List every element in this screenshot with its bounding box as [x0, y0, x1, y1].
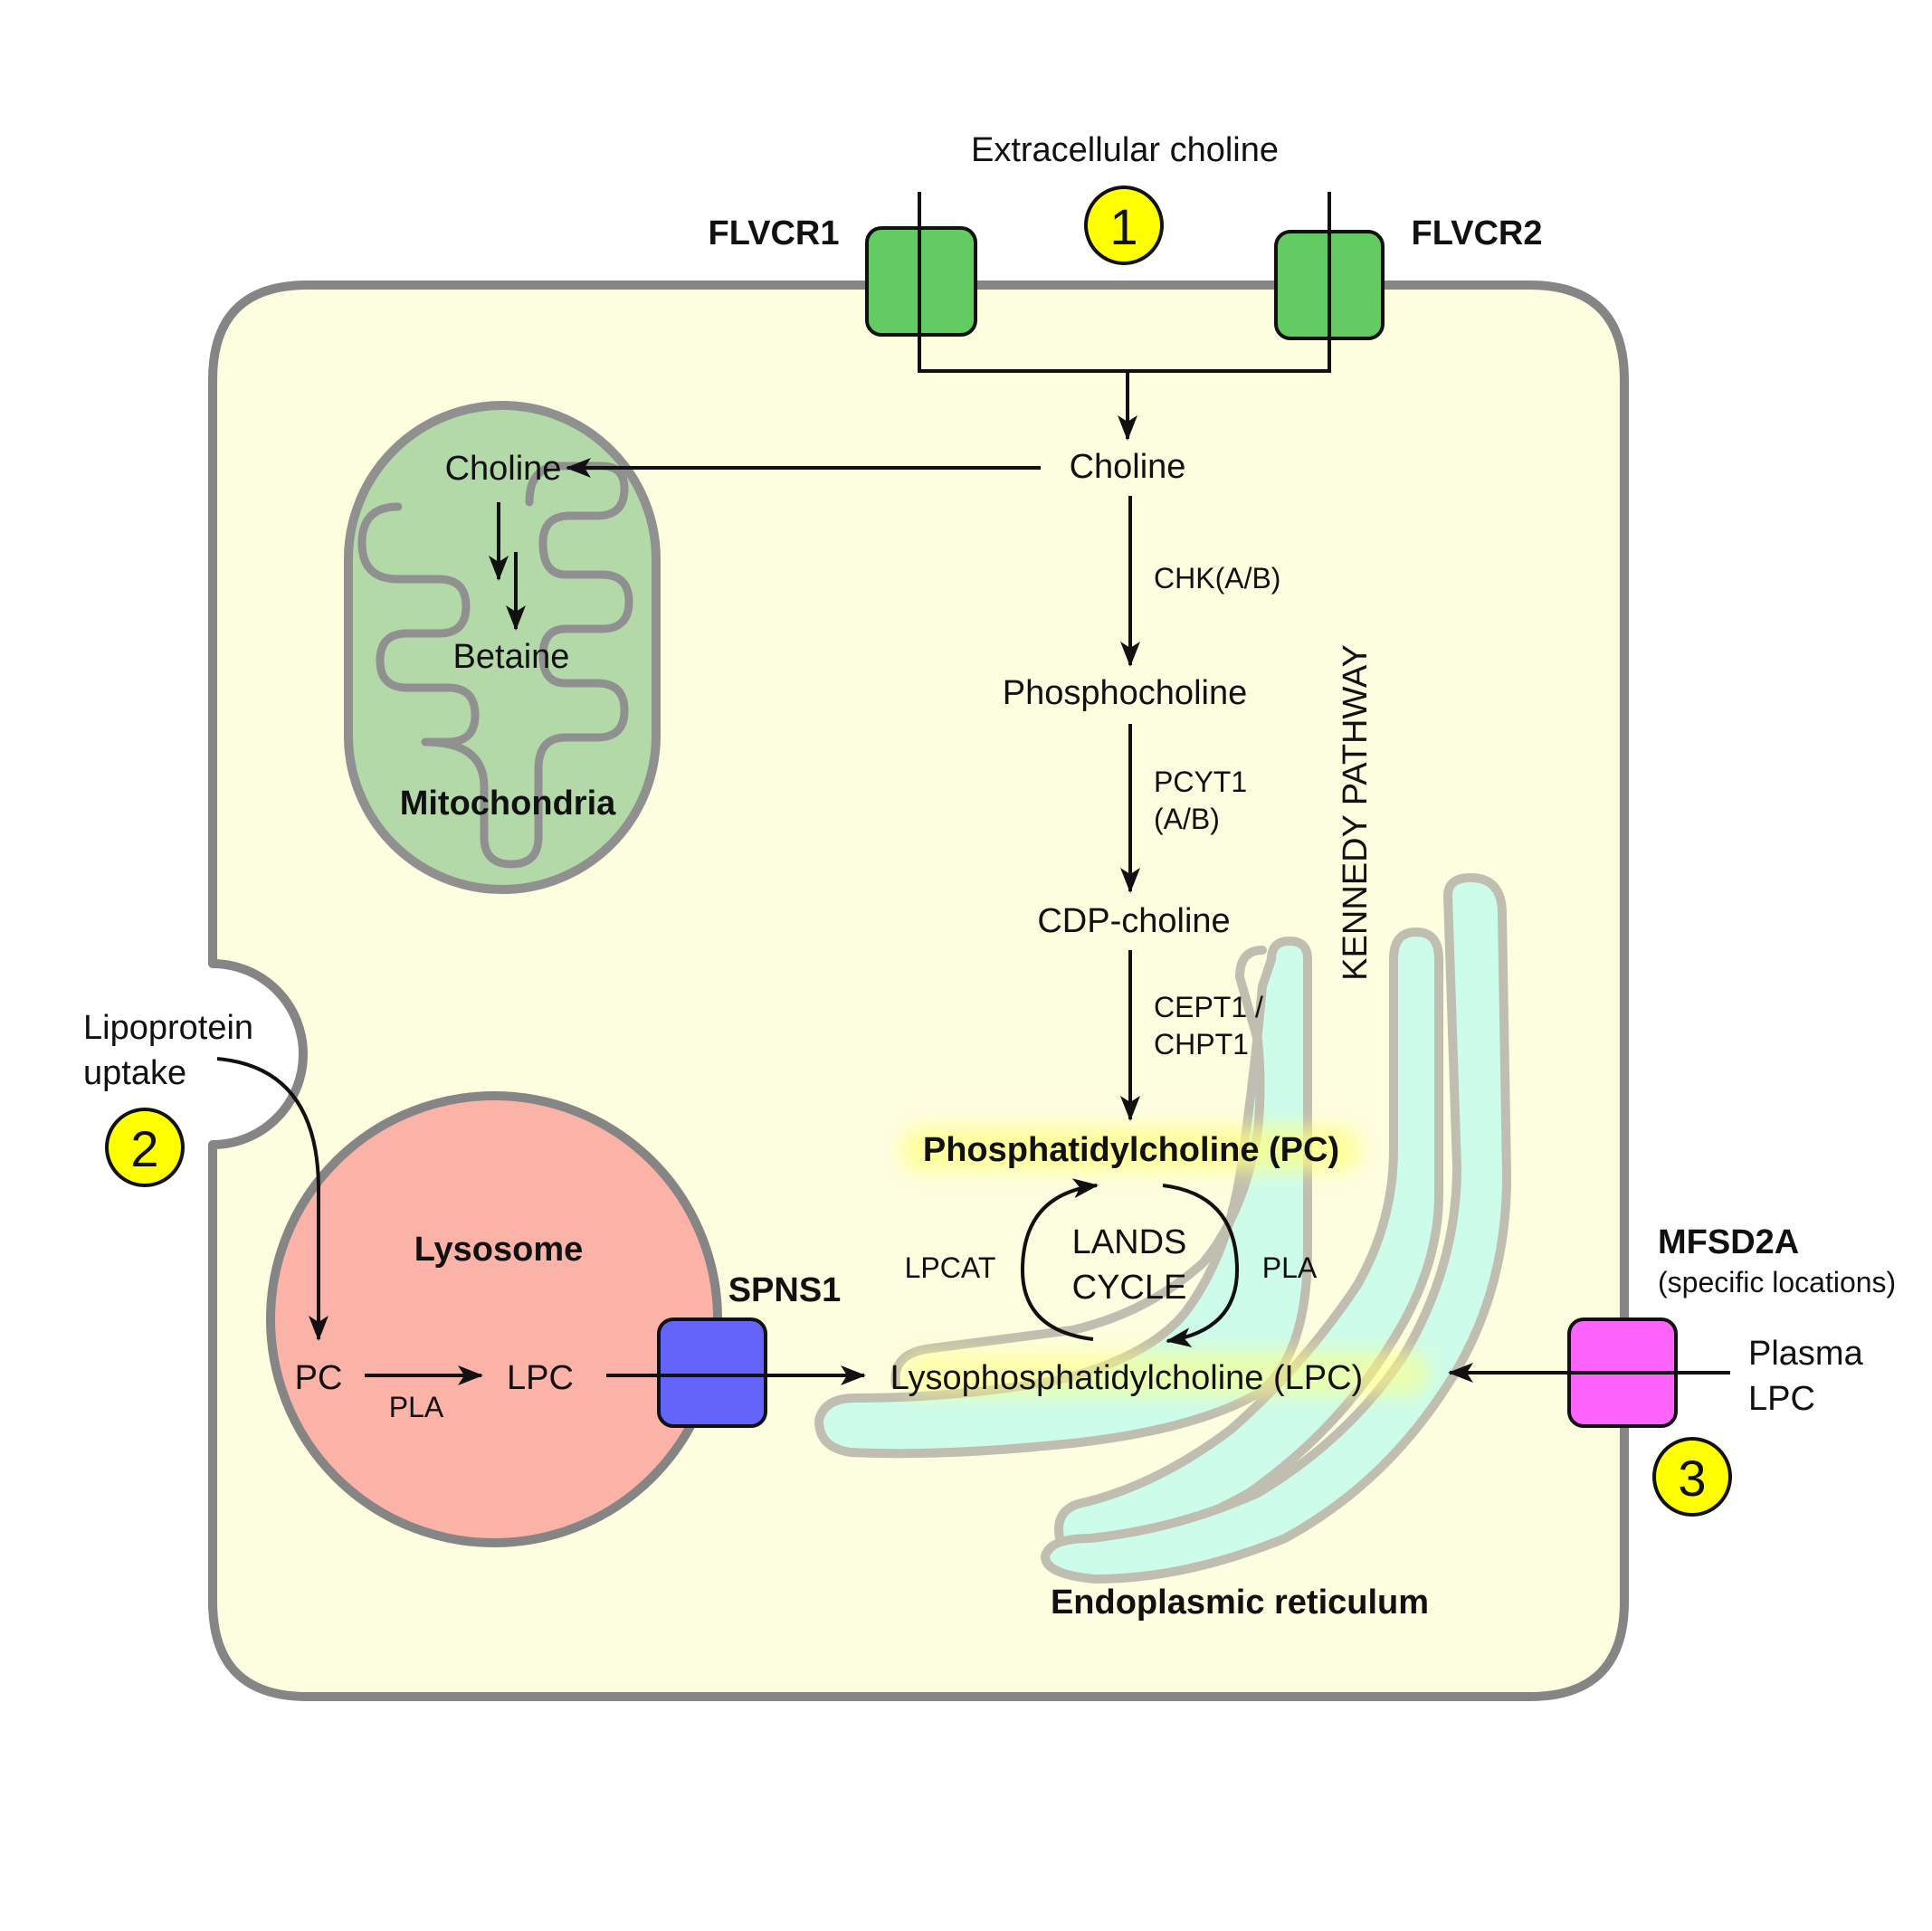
plasma-label-line2: LPC — [1748, 1380, 1815, 1418]
route-badge-2: 2 — [105, 1108, 185, 1187]
mito-betaine-label: Betaine — [453, 638, 570, 676]
lipoprotein-label-line2: uptake — [83, 1054, 186, 1092]
pc-highlight — [900, 1127, 1362, 1172]
route-badge-3: 3 — [1652, 1437, 1732, 1517]
route-number-2: 2 — [130, 1120, 158, 1177]
cept1-label-line2: CHPT1 — [1154, 1028, 1249, 1061]
lands-cycle-line1: LANDS — [1072, 1223, 1187, 1261]
cdp-choline-label: CDP-choline — [1037, 902, 1230, 940]
lands-pla-label: PLA — [1262, 1251, 1318, 1284]
spns1-transporter — [657, 1317, 767, 1428]
lpc-highlight — [900, 1351, 1430, 1396]
lands-cycle: LANDS CYCLE LPCAT PLA Lysophosphatidylch… — [890, 1178, 1363, 1397]
lipoprotein-label-line1: Lipoprotein — [83, 1009, 253, 1047]
lpc-label: Lysophosphatidylcholine (LPC) — [890, 1359, 1363, 1397]
lipoprotein-to-lysosome-arrow — [216, 1057, 328, 1341]
chk-label: CHK(A/B) — [1154, 562, 1280, 595]
kennedy-pathway-label: KENNEDY PATHWAY — [1337, 644, 1375, 981]
flvcr2-label: FLVCR2 — [1412, 214, 1543, 252]
er-label: Endoplasmic reticulum — [1051, 1584, 1429, 1622]
lands-cycle-line2: CYCLE — [1072, 1269, 1187, 1307]
flvcr-transporters: FLVCR1 FLVCR2 — [709, 192, 1543, 441]
kennedy-pathway: Extracellular choline Choline CHK(A/B) P… — [566, 131, 1375, 1169]
route-number-1: 1 — [1109, 198, 1137, 255]
cept1-label-line1: CEPT1 / — [1154, 991, 1263, 1023]
endoplasmic-reticulum: Endoplasmic reticulum — [814, 873, 1511, 1622]
lands-cycle-right-arrow — [1162, 1184, 1240, 1347]
choline-label: Choline — [1070, 448, 1186, 486]
mfsd2a-label: MFSD2A — [1658, 1223, 1799, 1261]
spns1-transporter-group: SPNS1 — [606, 1271, 866, 1428]
lipoprotein-uptake: Lipoprotein uptake — [83, 1009, 328, 1341]
lysosome: Lysosome PC LPC PLA — [266, 1091, 722, 1547]
lysosome-lpc-label: LPC — [507, 1359, 574, 1397]
plasma-label-line1: Plasma — [1748, 1335, 1864, 1373]
flvcr1-label: FLVCR1 — [709, 214, 840, 252]
flvcr-junction-lines — [918, 192, 1331, 373]
lands-cycle-left-arrow — [1020, 1178, 1099, 1341]
mfsd2a-transporter-group: MFSD2A (specific locations) Plasma LPC — [1448, 1223, 1896, 1428]
extracellular-choline-label: Extracellular choline — [971, 131, 1279, 169]
lpcat-label: LPCAT — [905, 1251, 996, 1284]
mito-choline-label: Choline — [445, 450, 562, 488]
pcyt1-label-line1: PCYT1 — [1154, 766, 1247, 798]
mitochondria-cristae — [357, 461, 633, 869]
mitochondria: Choline Betaine Mitochondria — [344, 401, 661, 894]
route-badge-1: 1 — [1084, 185, 1164, 265]
pc-label: Phosphatidylcholine (PC) — [923, 1131, 1339, 1169]
pcyt1-label-line2: (A/B) — [1154, 803, 1220, 835]
lysosome-pla-label: PLA — [389, 1391, 444, 1423]
lysosome-title: Lysosome — [414, 1231, 584, 1269]
mitochondria-title: Mitochondria — [400, 785, 616, 823]
route-number-3: 3 — [1678, 1450, 1706, 1507]
spns1-label: SPNS1 — [728, 1271, 842, 1309]
mfsd2a-note: (specific locations) — [1658, 1266, 1896, 1298]
phosphocholine-label: Phosphocholine — [1003, 674, 1247, 712]
lysosome-pc-label: PC — [295, 1359, 343, 1397]
